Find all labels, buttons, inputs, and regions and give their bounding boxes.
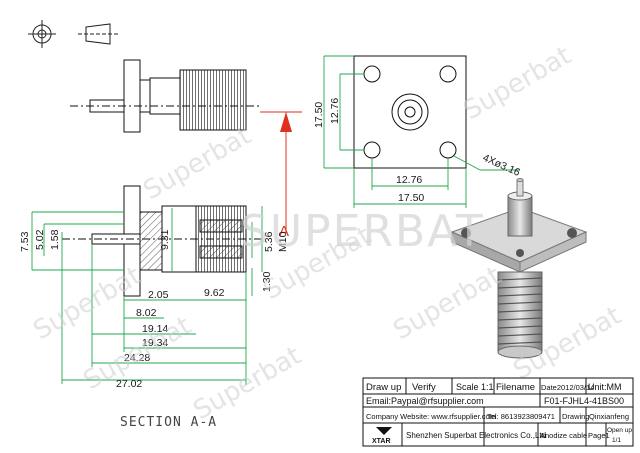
watermark-text: Superbat (459, 41, 577, 126)
connector-section-view (62, 185, 262, 297)
front-dimension-lines (323, 55, 520, 208)
dim-1-58: 1.58 (49, 229, 61, 250)
dim-9-31: 9.31 (159, 229, 171, 250)
dim-19-14: 19.14 (142, 323, 168, 335)
dim-5-36: 5.36 (263, 231, 275, 252)
connector-3d-render (450, 178, 588, 359)
watermark-big: SUPERBAT (240, 206, 485, 257)
tb-unit: Unit:MM (588, 382, 622, 392)
tb-drawing-label: Drawing (562, 412, 590, 421)
tb-open-up: Open up (607, 427, 632, 434)
tb-scale: Scale 1:1 (456, 382, 494, 392)
dim-12-76-vertical: 12.76 (329, 98, 341, 124)
tb-email: Email:Paypal@rfsupplier.com (366, 396, 484, 406)
dim-17-50-vertical: 17.50 (313, 102, 325, 128)
tb-drawer: Qinxianfeng (589, 412, 629, 421)
dim-5-02: 5.02 (34, 229, 46, 250)
xtar-logo-icon (376, 427, 392, 435)
dim-19-34: 19.34 (142, 337, 168, 349)
connector-side-view-external (70, 59, 262, 133)
dim-9-62: 9.62 (204, 287, 225, 299)
dim-24-28: 24.28 (124, 352, 150, 364)
tb-logo: XTAR (372, 438, 391, 445)
watermark-text: Superbat (139, 121, 257, 206)
dim-17-50-horizontal: 17.50 (398, 192, 424, 204)
tb-website: Company Website: www.rfsupplier.com (366, 412, 496, 421)
tb-page: Page1 (588, 431, 610, 440)
projection-symbol-icon (28, 20, 118, 48)
tb-filename-label: Filename (496, 382, 535, 393)
tb-filename: F01-FJHL4-41BS00 (544, 396, 624, 406)
dim-12-76-horizontal: 12.76 (396, 174, 422, 186)
tb-draw-up: Draw up (366, 382, 401, 393)
dim-holes: 4Xø3.16 (481, 152, 522, 179)
section-marker-letter: A (279, 223, 289, 240)
section-label: SECTION A-A (120, 415, 217, 430)
dim-m10: M10 (277, 231, 289, 252)
tb-company: Shenzhen Superbat Electronics Co.,Ltd (406, 431, 546, 440)
tb-open-up-fraction: 1/1 (612, 437, 621, 444)
watermark-text: Superbat (389, 261, 507, 346)
side-dimension-lines (31, 206, 263, 385)
tb-finish: Anodize cable (540, 431, 587, 440)
dim-2-05: 2.05 (148, 289, 169, 301)
tb-verify: Verify (412, 382, 436, 393)
flange-front-view (353, 55, 467, 169)
tb-date: Date2012/03/14 (541, 383, 594, 392)
dim-7-53: 7.53 (19, 231, 31, 252)
title-block (362, 377, 634, 447)
watermark-text: Superbat (189, 341, 307, 426)
dim-1-30: 1.30 (261, 271, 273, 292)
watermark-text: Superbat (29, 261, 147, 346)
tb-tel: Tel: 8613923809471 (487, 412, 555, 421)
dim-27-02: 27.02 (116, 378, 142, 390)
section-marker: A (260, 111, 302, 240)
dim-8-02: 8.02 (136, 307, 157, 319)
